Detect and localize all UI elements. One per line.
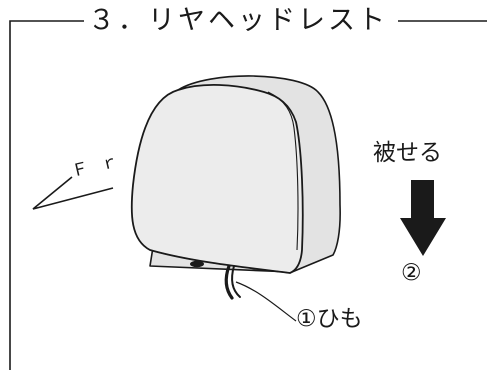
string-left	[224, 264, 234, 300]
step-number: ②	[401, 260, 422, 286]
headrest-cover-seam	[267, 91, 299, 251]
headrest-cover-hem	[149, 249, 291, 274]
section-frame	[9, 20, 90, 370]
down-arrow-icon	[400, 180, 446, 256]
headrest-cover	[130, 75, 341, 274]
front-direction-indicator	[32, 176, 114, 210]
part-leader-line	[235, 281, 297, 322]
section-title: ３．リヤヘッドレスト	[84, 4, 392, 38]
strings	[224, 264, 241, 300]
headrest-cover-front	[130, 84, 304, 274]
part-label: ①ひも	[296, 306, 363, 332]
string-right	[231, 265, 241, 298]
action-label: 被せる	[373, 140, 442, 166]
string-hole	[190, 260, 204, 268]
